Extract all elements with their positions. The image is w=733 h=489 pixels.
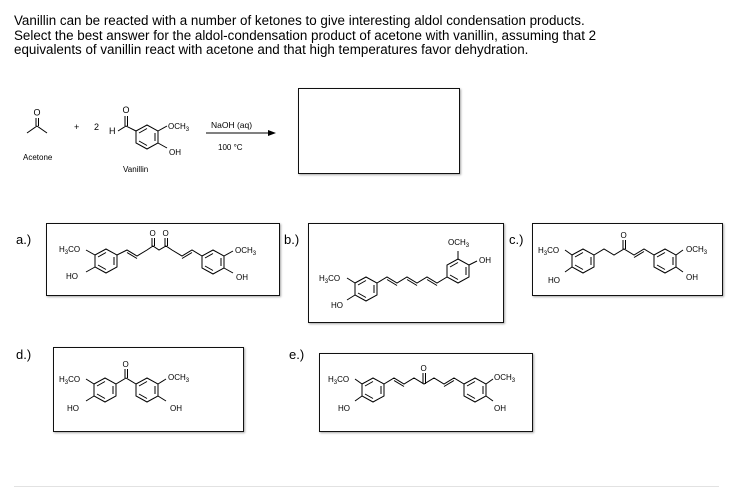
question-line-2: Select the best answer for the aldol-con… [14, 27, 597, 43]
vanillin-oh: OH [169, 148, 181, 157]
option-a-o2: O [163, 229, 169, 238]
option-c-h3co: H3CO [538, 246, 559, 257]
option-a-h3co: H3CO [59, 245, 80, 256]
option-e-ho: HO [338, 404, 350, 413]
option-a-o1: O [150, 229, 156, 238]
option-b-och3: OCH3 [448, 238, 470, 249]
option-b-box[interactable] [308, 223, 504, 323]
plus-sign: + [74, 122, 79, 132]
question-line-3: equivalents of vanillin react with aceto… [14, 42, 529, 58]
option-d-h3co: H3CO [59, 375, 80, 386]
option-label-a: a.) [16, 232, 32, 247]
option-label-c: c.) [509, 232, 524, 247]
option-a-oh: OH [236, 273, 248, 282]
aldehyde-oxygen: O [123, 105, 130, 115]
option-d-oh: OH [170, 404, 182, 413]
bottom-divider [14, 486, 719, 487]
option-c-o: O [621, 231, 627, 240]
option-d-box[interactable] [53, 347, 244, 432]
option-e-o: O [421, 364, 427, 373]
vanillin-name: Vanillin [123, 165, 148, 174]
option-a-ho: HO [66, 272, 78, 281]
question-line-1: Vanillin can be reacted with a number of… [14, 13, 585, 28]
option-label-b: b.) [284, 232, 300, 247]
condition-label: 100 °C [218, 143, 243, 152]
option-d-ho: HO [67, 404, 79, 413]
option-c-ho: HO [548, 276, 560, 285]
option-d-o: O [123, 360, 129, 369]
reagent-label: NaOH (aq) [211, 120, 252, 130]
question-text: Vanillin can be reacted with a number of… [14, 13, 726, 58]
option-b-h3co: H3CO [319, 274, 340, 285]
reaction-scheme: O + 2 H O OCH3 OH NaOH (aq) 100 °C Aceto… [23, 105, 276, 174]
aldehyde-h: H [109, 126, 116, 136]
acetone-oxygen: O [34, 108, 41, 118]
option-e-oh: OH [494, 404, 506, 413]
option-label-d: d.) [16, 347, 32, 362]
option-e-box[interactable] [319, 353, 533, 432]
answer-box[interactable] [298, 88, 460, 174]
option-b-oh: OH [479, 256, 491, 265]
option-b-ho: HO [331, 301, 343, 310]
option-a-och3: OCH3 [235, 246, 257, 257]
option-c-oh: OH [686, 273, 698, 282]
option-label-e: e.) [289, 347, 305, 362]
coefficient: 2 [94, 122, 99, 132]
acetone-name: Acetone [23, 153, 53, 162]
option-e-h3co: H3CO [328, 375, 349, 386]
option-c-box[interactable] [532, 223, 723, 296]
option-a-box[interactable] [46, 223, 280, 296]
option-e-och3: OCH3 [494, 373, 516, 384]
option-d-och3: OCH3 [168, 373, 190, 384]
option-c-och3: OCH3 [686, 245, 708, 256]
vanillin-och3: OCH3 [168, 122, 190, 133]
